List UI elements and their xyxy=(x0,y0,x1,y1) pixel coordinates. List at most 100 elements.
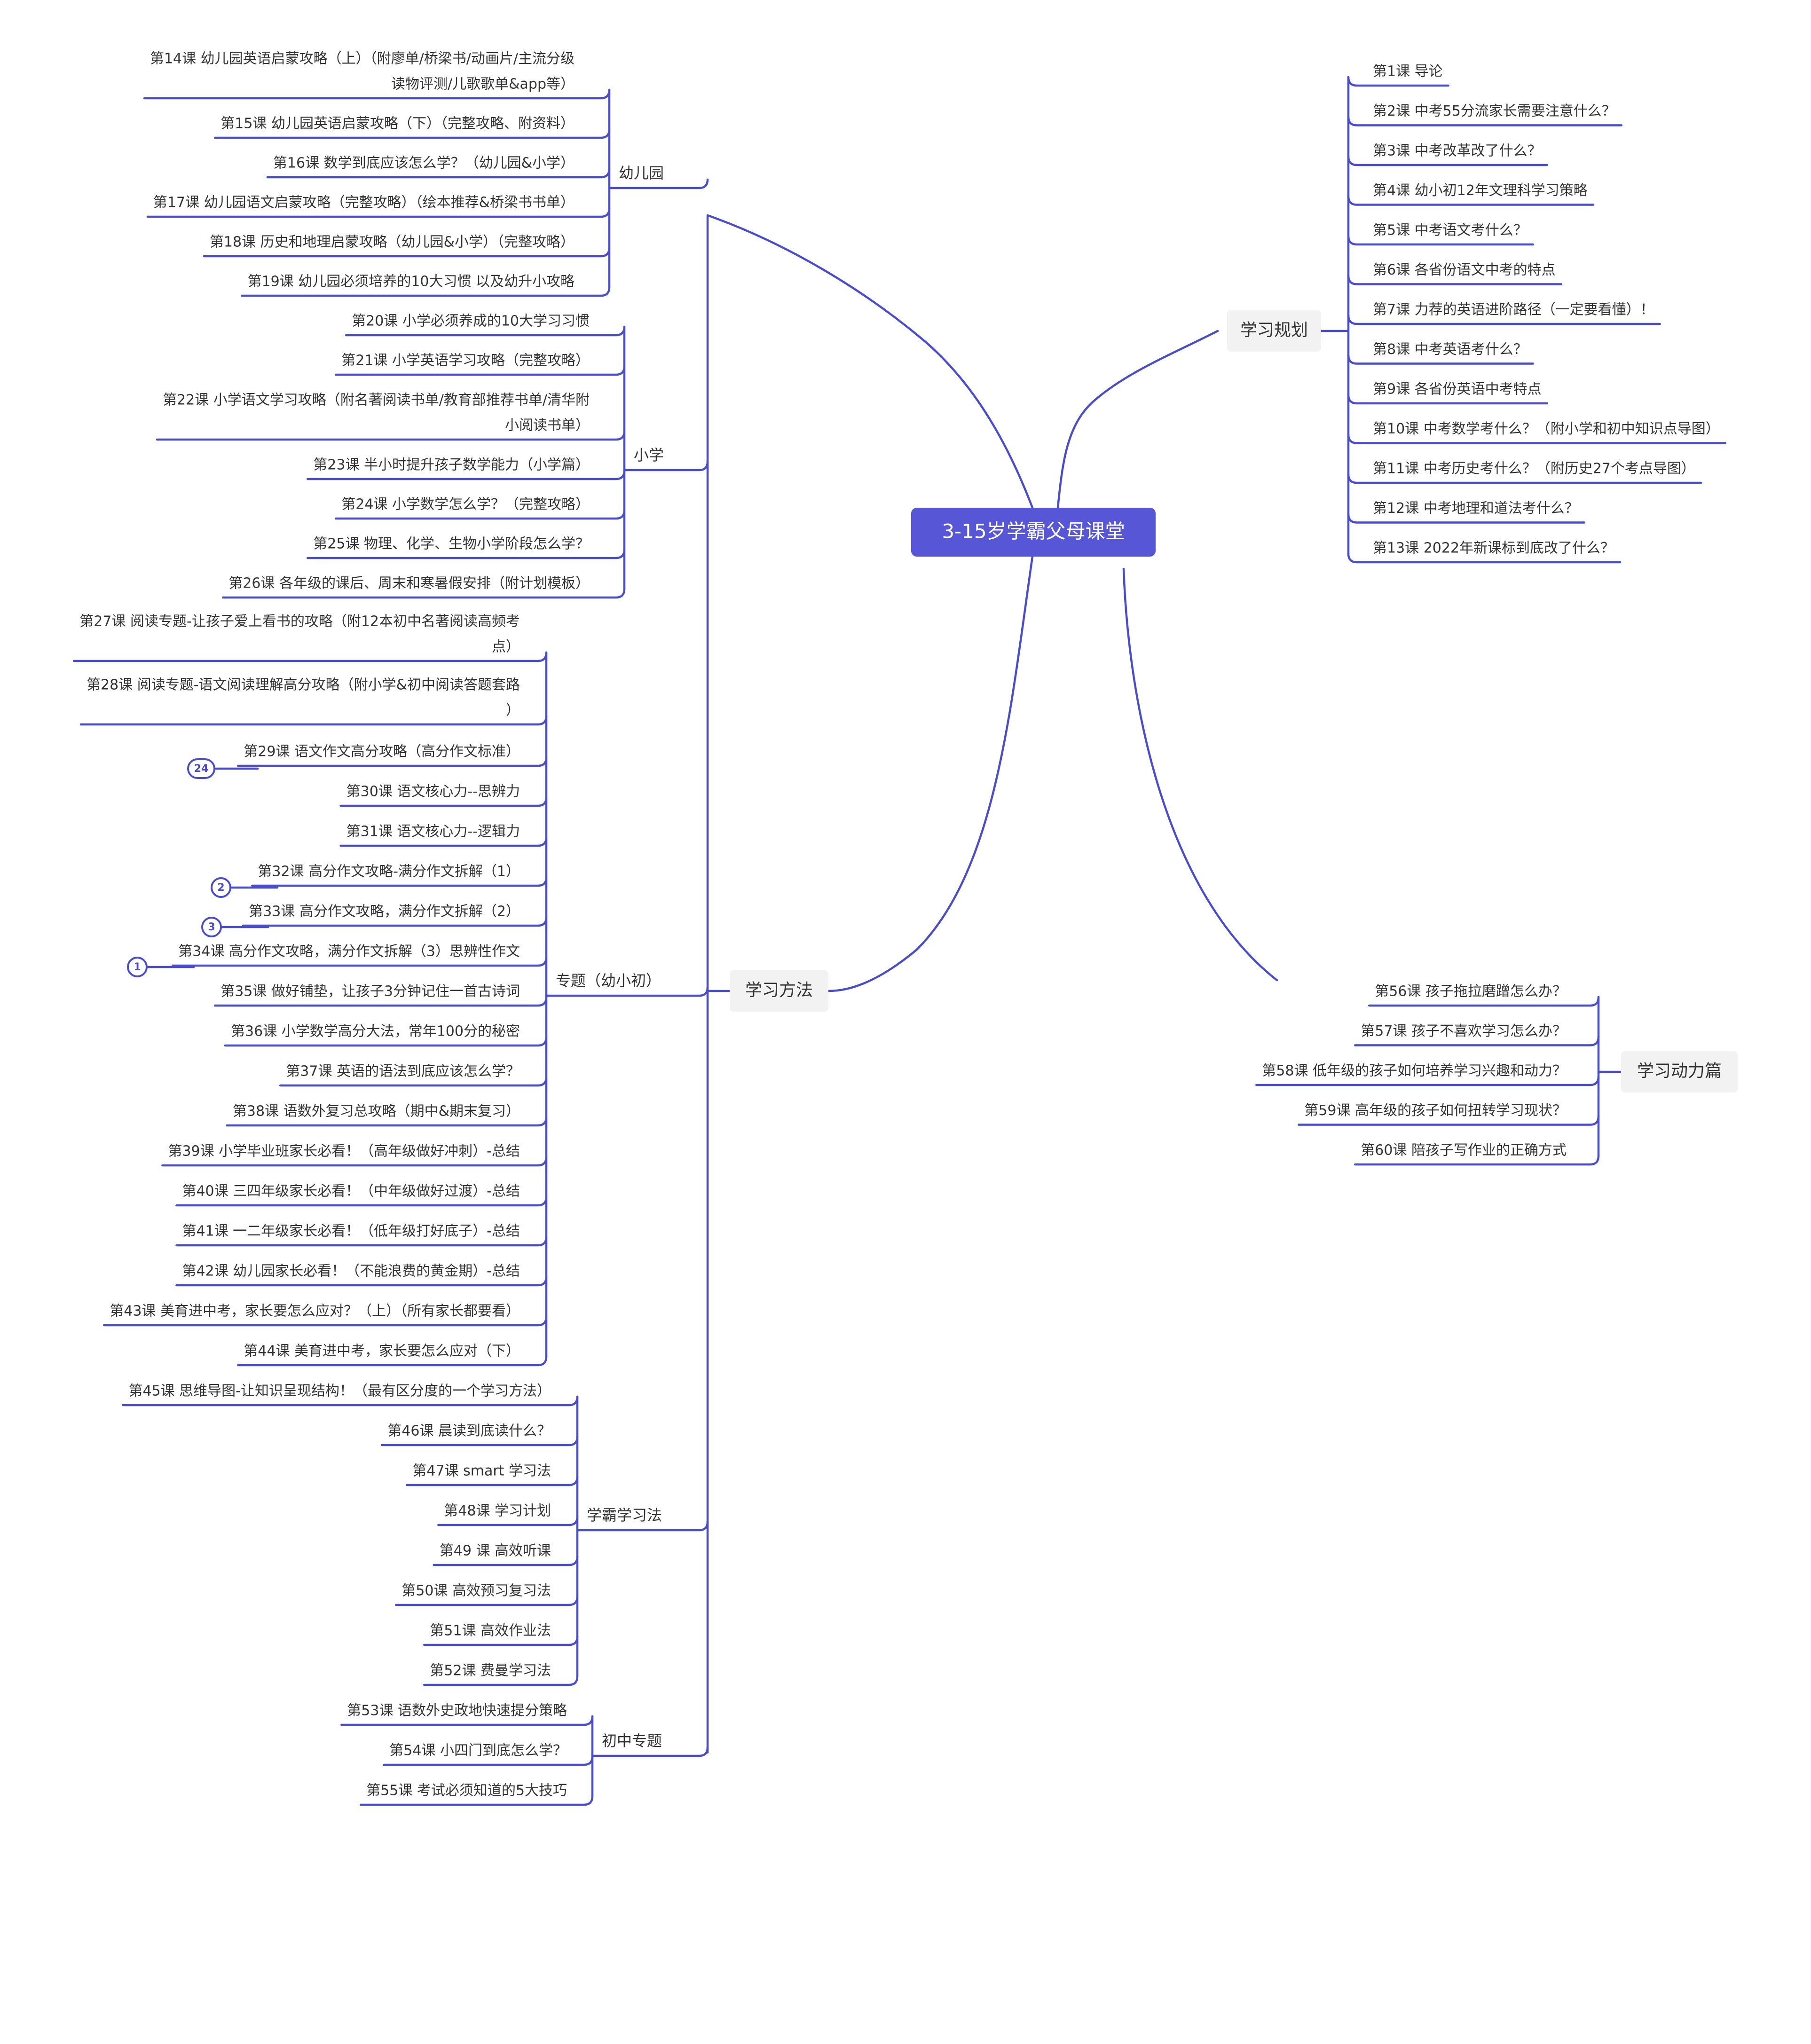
group-2-item-0-line-0: 第27课 阅读专题-让孩子爱上看书的攻略（附12本初中名著阅读高频考 xyxy=(79,613,520,630)
subtopic-3-label: 学霸学习法 xyxy=(587,1506,662,1524)
group-0-item-2: 第16课 数学到底应该怎么学？（幼儿园&小学） xyxy=(273,155,575,172)
topic-study-method[interactable]: 学习方法 xyxy=(730,970,828,1012)
root-node[interactable]: 3-15岁学霸父母课堂 xyxy=(911,508,1156,557)
link-subtopic-3 xyxy=(576,1520,709,1532)
link-subtopic-4 xyxy=(591,1746,709,1757)
motivation-item-3: 第59课 高年级的孩子如何扭转学习现状？ xyxy=(1304,1102,1567,1119)
planning-item-2: 第3课 中考改革改了什么？ xyxy=(1373,143,1542,159)
group-1-item-1: 第21课 小学英语学习攻略（完整攻略） xyxy=(341,353,590,369)
group-2-link-17 xyxy=(237,1355,548,1367)
group-3-item-2: 第47课 smart 学习法 xyxy=(412,1463,551,1479)
count-badge-1[interactable]: 2 xyxy=(211,877,231,898)
subtopic-4-label: 初中专题 xyxy=(602,1732,662,1750)
topic-study-method-label: 学习方法 xyxy=(745,981,813,1000)
planning-item-8: 第9课 各省份英语中考特点 xyxy=(1373,381,1542,398)
group-1-item-2-line-0: 第22课 小学语文学习攻略（附名著阅读书单/教育部推荐书单/清华附 xyxy=(163,392,590,409)
count-badge-0-label: 24 xyxy=(194,763,209,775)
count-badge-3-label: 1 xyxy=(134,961,141,973)
planning-item-4: 第5课 中考语文考什么？ xyxy=(1373,222,1528,239)
link-root-kindergarten xyxy=(706,214,1034,509)
motivation-item-2: 第58课 低年级的孩子如何培养学习兴趣和动力？ xyxy=(1262,1063,1567,1079)
group-3-item-7: 第52课 费曼学习法 xyxy=(430,1663,551,1679)
subtopic-1-label: 小学 xyxy=(634,446,664,464)
planning-item-7: 第8课 中考英语考什么？ xyxy=(1373,341,1528,358)
group-4-item-2: 第55课 考试必须知道的5大技巧 xyxy=(366,1783,567,1799)
planning-item-0: 第1课 导论 xyxy=(1373,63,1443,80)
group-2-item-6: 第33课 高分作文攻略，满分作文拆解（2） xyxy=(249,904,520,920)
link-root-motivation xyxy=(1122,567,1278,982)
topic-study-planning-label: 学习规划 xyxy=(1240,321,1308,340)
group-0-item-0-line-1: 读物评测/儿歌歌单&app等） xyxy=(391,76,575,93)
group-2-item-1-line-0: 第28课 阅读专题-语文阅读理解高分攻略（附小学&初中阅读答题套路 xyxy=(87,677,520,693)
group-4-item-1: 第54课 小四门到底怎么学？ xyxy=(389,1743,567,1759)
group-2-item-14: 第41课 一二年级家长必看！（低年级打好底子）-总结 xyxy=(182,1223,520,1240)
planning-item-9: 第10课 中考数学考什么？（附小学和初中知识点导图） xyxy=(1373,421,1720,437)
group-3-item-5: 第50课 高效预习复习法 xyxy=(402,1583,551,1599)
subtopic-0-label: 幼儿园 xyxy=(619,164,664,182)
count-badge-0[interactable]: 24 xyxy=(187,758,215,779)
root-label: 3-15岁学霸父母课堂 xyxy=(942,520,1125,543)
group-2-link-0 xyxy=(73,651,548,662)
group-2-item-10: 第37课 英语的语法到底应该怎么学？ xyxy=(286,1063,520,1080)
group-0-item-5: 第19课 幼儿园必须培养的10大习惯 以及幼升小攻略 xyxy=(248,274,575,290)
group-1-item-2-line-1: 小阅读书单） xyxy=(505,417,590,434)
group-3-item-1: 第46课 晨读到底读什么？ xyxy=(387,1423,551,1439)
group-2-item-16: 第43课 美育进中考，家长要怎么应对？（上）（所有家长都要看） xyxy=(110,1303,520,1320)
group-1-item-3: 第23课 半小时提升孩子数学能力（小学篇） xyxy=(313,457,590,473)
planning-item-6: 第7课 力荐的英语进阶路径（一定要看懂）！ xyxy=(1373,302,1654,318)
planning-item-11: 第12课 中考地理和道法考什么？ xyxy=(1373,500,1579,517)
group-3-item-4: 第49 课 高效听课 xyxy=(440,1543,551,1559)
group-2-item-4: 第31课 语文核心力--逻辑力 xyxy=(346,824,520,840)
group-2-item-0-line-1: 点） xyxy=(492,639,520,655)
group-2-item-2: 第29课 语文作文高分攻略（高分作文标准） xyxy=(244,744,520,760)
motivation-item-4: 第60课 陪孩子写作业的正确方式 xyxy=(1361,1142,1567,1159)
group-0-item-4: 第18课 历史和地理启蒙攻略（幼儿园&小学）（完整攻略） xyxy=(210,234,575,251)
planning-item-1: 第2课 中考55分流家长需要注意什么？ xyxy=(1373,103,1616,119)
group-2-item-12: 第39课 小学毕业班家长必看！（高年级做好冲刺）-总结 xyxy=(168,1143,520,1160)
group-2-item-13: 第40课 三四年级家长必看！（中年级做好过渡）-总结 xyxy=(182,1183,520,1200)
group-0-item-1: 第15课 幼儿园英语启蒙攻略（下）（完整攻略、附资料） xyxy=(220,116,575,132)
group-4-link-2 xyxy=(359,1795,594,1806)
subtopic-2-label: 专题（幼小初） xyxy=(556,972,661,990)
planning-item-10: 第11课 中考历史考什么？（附历史27个考点导图） xyxy=(1373,461,1695,477)
group-2-item-7: 第34课 高分作文攻略，满分作文拆解（3）思辨性作文 xyxy=(178,943,520,960)
count-badge-1-label: 2 xyxy=(217,882,224,894)
group-2-item-9: 第36课 小学数学高分大法，常年100分的秘密 xyxy=(231,1023,520,1040)
link-root-method xyxy=(827,555,1034,992)
link-subtopic-2 xyxy=(545,986,709,997)
group-0-item-0-line-0: 第14课 幼儿园英语启蒙攻略（上）（附廖单/桥梁书/动画片/主流分级 xyxy=(150,51,575,67)
group-2-item-17: 第44课 美育进中考，家长要怎么应对（下） xyxy=(244,1343,520,1360)
group-1-item-5: 第25课 物理、化学、生物小学阶段怎么学？ xyxy=(313,536,590,552)
link-subtopic-0 xyxy=(608,178,709,189)
group-3-item-3: 第48课 学习计划 xyxy=(444,1503,551,1519)
motivation-item-1: 第57课 孩子不喜欢学习怎么办？ xyxy=(1361,1023,1567,1039)
group-2-item-3: 第30课 语文核心力--思辨力 xyxy=(346,784,520,800)
group-2-item-8: 第35课 做好铺垫，让孩子3分钟记住一首古诗词 xyxy=(220,983,520,1000)
topic-study-motivation[interactable]: 学习动力篇 xyxy=(1621,1051,1738,1093)
topic-study-motivation-label: 学习动力篇 xyxy=(1637,1061,1722,1081)
link-root-planning xyxy=(1056,330,1219,509)
group-1-item-6: 第26课 各年级的课后、周末和寒暑假安排（附计划模板） xyxy=(228,575,590,592)
planning-item-3: 第4课 幼小初12年文理科学习策略 xyxy=(1373,182,1588,199)
group-1-item-0: 第20课 小学必须养成的10大学习习惯 xyxy=(352,313,590,330)
connector-lines xyxy=(73,76,1726,1806)
planning-item-12: 第13课 2022年新课标到底改了什么？ xyxy=(1373,540,1614,557)
count-badge-2-label: 3 xyxy=(208,921,215,933)
group-1-link-6 xyxy=(222,588,626,599)
group-3-item-6: 第51课 高效作业法 xyxy=(430,1623,551,1639)
group-2-link-1 xyxy=(79,715,548,726)
count-badge-2[interactable]: 3 xyxy=(201,917,222,937)
group-2-item-1-line-1: ） xyxy=(506,702,520,719)
group-2-item-15: 第42课 幼儿园家长必看！（不能浪费的黄金期）-总结 xyxy=(182,1263,520,1280)
group-3-item-0: 第45课 思维导图-让知识呈现结构！（最有区分度的一个学习方法） xyxy=(128,1383,551,1399)
link-subtopic-1 xyxy=(623,460,709,472)
motivation-item-0: 第56课 孩子拖拉磨蹭怎么办？ xyxy=(1375,983,1567,1000)
group-0-link-5 xyxy=(241,286,611,297)
group-2-item-5: 第32课 高分作文攻略-满分作文拆解（1） xyxy=(258,864,520,880)
motivation-link-4 xyxy=(1354,1155,1600,1166)
count-badge-3[interactable]: 1 xyxy=(127,957,148,977)
group-2-item-11: 第38课 语数外复习总攻略（期中&期末复习） xyxy=(233,1103,520,1120)
topic-study-planning[interactable]: 学习规划 xyxy=(1227,310,1321,352)
